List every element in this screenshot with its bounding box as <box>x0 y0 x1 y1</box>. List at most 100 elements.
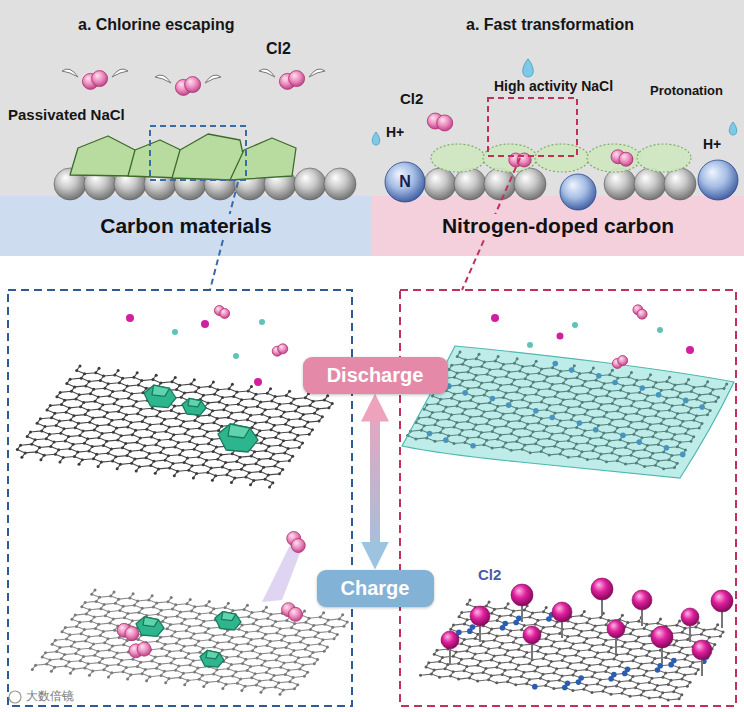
lattice-atom <box>452 670 455 673</box>
lattice-atom <box>664 656 667 659</box>
lattice-atom <box>164 459 167 462</box>
lattice-atom <box>302 663 305 666</box>
lattice-atom <box>514 683 517 686</box>
lattice-atom <box>81 458 84 461</box>
lattice-atom <box>493 639 496 642</box>
lattice-atom <box>215 446 218 449</box>
lattice-atom <box>639 694 642 697</box>
lattice-atom <box>221 649 224 652</box>
lattice-atom <box>264 633 267 636</box>
lattice-atom <box>465 665 468 668</box>
lattice-atom <box>155 601 158 604</box>
lattice-atom <box>106 411 109 414</box>
cl-atom <box>437 115 453 131</box>
lattice-atom <box>550 645 553 648</box>
lattice-atom <box>594 624 597 627</box>
lattice-atom <box>174 603 177 606</box>
lattice-atom <box>125 666 128 669</box>
cl-atom <box>220 308 230 318</box>
lattice-atom <box>294 410 297 413</box>
lattice-atom <box>306 421 309 424</box>
lattice-atom <box>303 425 306 428</box>
lattice-atom <box>166 600 169 603</box>
lattice-atom <box>39 458 42 461</box>
lattice-atom <box>198 651 201 654</box>
lattice-atom <box>126 385 129 388</box>
lattice-atom <box>213 393 216 396</box>
lattice-atom <box>612 657 615 660</box>
nitrogen-site <box>500 625 506 631</box>
lattice-atom <box>256 630 259 633</box>
lattice-atom <box>233 477 236 480</box>
lattice-atom <box>40 429 43 432</box>
lattice-atom <box>591 629 594 632</box>
lattice-atom <box>610 646 613 649</box>
nacl-facet <box>206 650 219 658</box>
lattice-atom <box>112 431 115 434</box>
lattice-atom <box>515 637 518 640</box>
lattice-atom <box>183 645 186 648</box>
lattice-atom <box>319 616 322 619</box>
lattice-atom <box>74 652 77 655</box>
lattice-atom <box>232 647 235 650</box>
lattice-atom <box>126 677 129 680</box>
lattice-atom <box>588 648 591 651</box>
process-box: Charge <box>317 570 434 607</box>
lattice-atom <box>65 382 68 385</box>
lattice-atom <box>231 383 234 386</box>
nitrogen-site <box>655 667 661 673</box>
cl2-molecule <box>612 356 627 369</box>
lattice-atom <box>444 667 447 670</box>
lattice-atom <box>144 416 147 419</box>
lattice-atom <box>20 456 23 459</box>
band-title: Carbon materials <box>96 214 276 238</box>
lattice-atom <box>534 623 537 626</box>
lattice-atom <box>278 403 281 406</box>
lattice-atom <box>316 658 319 661</box>
lattice-atom <box>313 412 316 415</box>
lattice-atom <box>109 622 112 625</box>
lattice-atom <box>308 655 311 658</box>
lattice-atom <box>263 437 266 440</box>
lattice-atom <box>58 420 61 423</box>
lattice-atom <box>629 632 632 635</box>
lattice-atom <box>542 657 545 660</box>
lattice-atom <box>317 631 320 634</box>
lattice-atom <box>119 463 122 466</box>
lattice-atom <box>231 636 234 639</box>
lattice-atom <box>634 686 637 689</box>
lattice-atom <box>309 628 312 631</box>
lattice-atom <box>82 401 85 404</box>
lattice-atom <box>170 380 173 383</box>
lattice-atom <box>97 395 100 398</box>
lattice-atom <box>244 685 247 688</box>
lattice-atom <box>250 455 253 458</box>
lattice-atom <box>265 606 268 609</box>
lattice-atom <box>208 600 211 603</box>
lattice-atom <box>577 649 580 652</box>
lattice-atom <box>523 624 526 627</box>
lattice-atom <box>120 434 123 437</box>
lattice-atom <box>298 668 301 671</box>
lattice-atom <box>262 466 265 469</box>
lattice-atom <box>97 650 100 653</box>
lattice-atom <box>181 449 184 452</box>
lattice-atom <box>544 684 547 687</box>
lattice-atom <box>509 629 512 632</box>
lattice-atom <box>553 640 556 643</box>
lattice-atom <box>479 644 482 647</box>
lattice-atom <box>58 646 61 649</box>
lattice-atom <box>313 662 316 665</box>
carbon-atom <box>634 168 666 200</box>
lattice-atom <box>98 367 101 370</box>
lattice-atom <box>176 615 179 618</box>
lattice-atom <box>308 617 311 620</box>
lattice-atom <box>296 434 299 437</box>
lattice-atom <box>150 435 153 438</box>
lattice-atom <box>173 405 176 408</box>
lattice-atom <box>223 633 226 636</box>
lattice-atom <box>220 453 223 456</box>
material-band: Nitrogen-doped carbon <box>372 196 744 256</box>
lattice-atom <box>650 677 653 680</box>
nitrogen-atom <box>385 162 425 202</box>
